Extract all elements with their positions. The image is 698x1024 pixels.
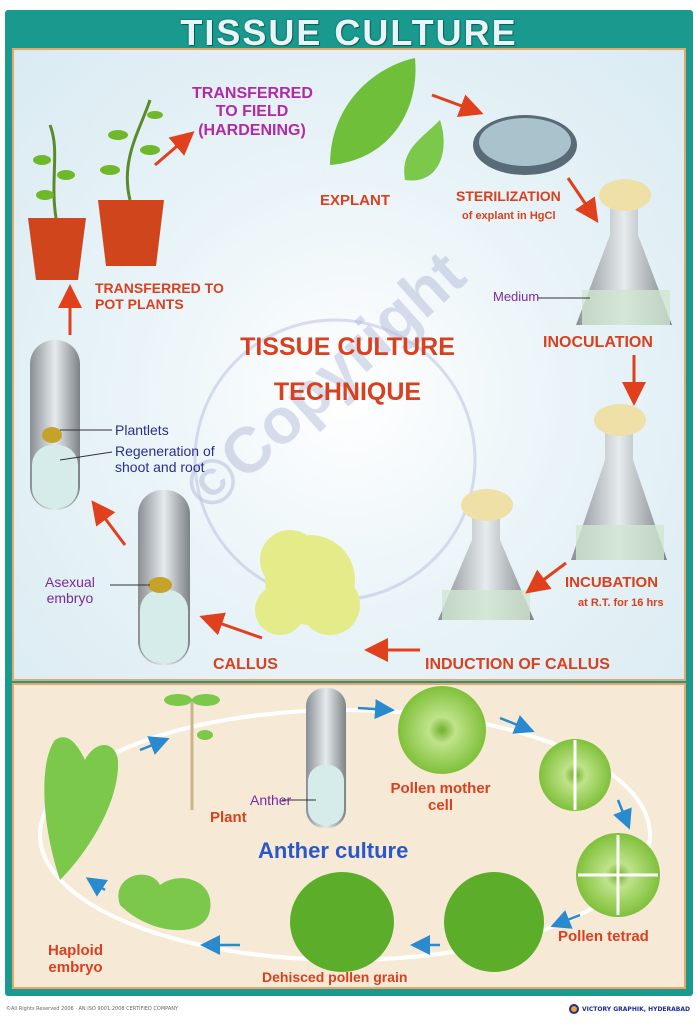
pot-plants-label: TRANSFERRED TO POT PLANTS	[95, 280, 224, 312]
plantlet-test-tube-icon	[30, 340, 80, 510]
process-arrows	[58, 93, 646, 662]
dividing-cell-icon	[539, 739, 611, 811]
embryo-test-tube-icon	[138, 490, 190, 665]
incubation-label: INCUBATION	[565, 574, 659, 591]
pot-plants-line-2: POT PLANTS	[95, 296, 184, 313]
pollen-mother-cell-icon	[398, 686, 486, 774]
hardening-line-3: (HARDENING)	[198, 121, 306, 139]
regeneration-line-2: shoot and root	[115, 459, 205, 476]
haploid-embryo-icon	[118, 874, 211, 931]
callus-mass-icon	[255, 530, 360, 635]
explant-label: EXPLANT	[320, 192, 391, 209]
explant-leaf-icon	[330, 58, 444, 181]
anther-culture-title: Anther culture	[258, 838, 409, 863]
pollen-mother-cell-line-2: cell	[427, 797, 454, 815]
hardening-line-1: TRANSFERRED	[192, 85, 313, 102]
sterilization-label: STERILIZATION	[456, 188, 561, 204]
publisher-logo: VICTORY GRAPHIK, HYDERABAD	[569, 1004, 690, 1014]
haploid-embryo-line-1: Haploid	[48, 942, 103, 959]
callus-label: CALLUS	[213, 656, 278, 673]
sterilization-note: of explant in HgCl	[462, 210, 556, 222]
incubation-flask-icon	[571, 404, 667, 560]
center-title: TISSUE CULTURE TECHNIQUE	[225, 325, 470, 415]
induction-label: INDUCTION OF CALLUS	[425, 656, 610, 673]
plant-seedling-icon	[164, 694, 220, 810]
pollen-tetrad-label: Pollen tetrad	[558, 928, 649, 945]
plantlets-label: Plantlets	[115, 422, 169, 438]
dehisced-pollen-icon	[290, 872, 394, 972]
pollen-tetrad-icon	[576, 833, 660, 917]
haploid-embryo-label: Haploid embryo	[48, 942, 103, 977]
asexual-embryo-line-1: Asexual	[45, 574, 95, 590]
inoculation-flask-icon	[576, 179, 672, 325]
pot-plants-icon	[28, 99, 164, 280]
pollen-mother-cell-line-1: Pollen mother	[390, 780, 491, 797]
center-title-line-1: TISSUE CULTURE	[240, 333, 455, 361]
haploid-embryo-line-2: embryo	[48, 959, 103, 977]
center-title-line-2: TECHNIQUE	[273, 378, 422, 406]
asexual-embryo-label: Asexual embryo	[45, 574, 95, 606]
pot-plants-line-1: TRANSFERRED TO	[95, 280, 224, 296]
dehisced-pollen-label: Dehisced pollen grain	[262, 969, 408, 985]
inoculation-label: INOCULATION	[543, 334, 653, 351]
incubation-note: at R.T. for 16 hrs	[578, 597, 664, 609]
footer-copyright: ©All Rights Reserved 2006 · AN ISO 9001:…	[6, 1006, 179, 1012]
pollen-mother-cell-label: Pollen mother cell	[378, 780, 503, 815]
anther-cycle-arrows	[85, 699, 632, 955]
anther-label: Anther	[250, 792, 292, 808]
heart-embryo-icon	[44, 737, 119, 880]
regeneration-label: Regeneration of shoot and root	[115, 443, 215, 475]
asexual-embryo-line-2: embryo	[46, 590, 94, 607]
callus-flask-icon	[438, 489, 534, 620]
medium-label: Medium	[493, 289, 540, 304]
regeneration-line-1: Regeneration of	[115, 443, 215, 459]
publisher-name: VICTORY GRAPHIK, HYDERABAD	[582, 1005, 690, 1013]
hardening-line-2: TO FIELD	[215, 103, 289, 121]
plant-label: Plant	[210, 809, 247, 826]
pollen-grain-icon	[444, 872, 544, 972]
poster-title: TISSUE CULTURE	[180, 12, 518, 53]
hardening-label: TRANSFERRED TO FIELD (HARDENING)	[192, 85, 313, 140]
anther-test-tube-icon	[306, 688, 346, 828]
publisher-emblem-icon	[569, 1004, 580, 1014]
